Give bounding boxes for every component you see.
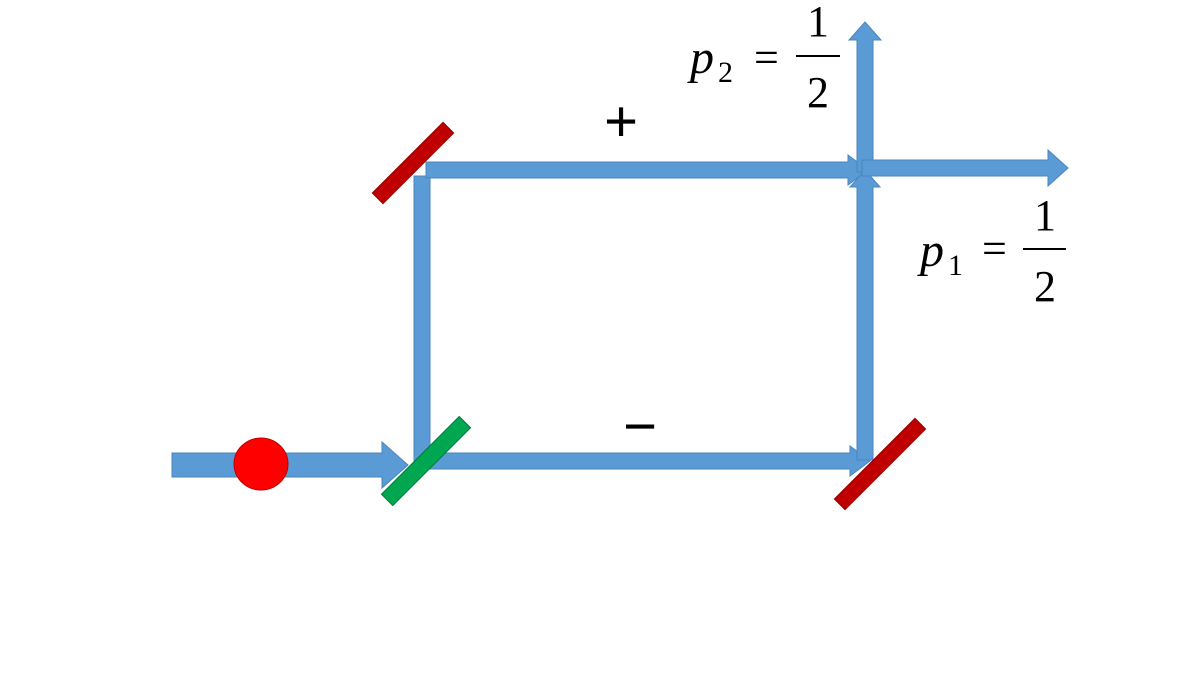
p2-numerator: 1 — [807, 0, 829, 46]
output-right-beam-arrow — [861, 148, 1069, 188]
p1-symbol: p — [917, 224, 944, 277]
p1-subscript: 1 — [948, 249, 963, 282]
p1-formula: p 1 = 1 2 — [917, 191, 1066, 311]
p1-denominator: 2 — [1034, 262, 1056, 311]
upper-left-mirror — [371, 121, 455, 205]
p2-subscript: 2 — [718, 56, 733, 89]
lower-right-mirror — [833, 417, 927, 511]
upper-arm-sign: + — [604, 89, 638, 154]
upper-arm-beam-arrow — [425, 154, 869, 186]
p2-equals: = — [754, 33, 779, 82]
p1-equals: = — [982, 224, 1007, 273]
photon — [233, 437, 289, 491]
beam-splitter — [380, 415, 472, 507]
output-up-beam-arrow — [847, 21, 883, 173]
beam-paths — [171, 21, 1069, 490]
lower-arm-sign: − — [623, 394, 657, 459]
p2-denominator: 2 — [807, 68, 829, 117]
p2-symbol: p — [687, 31, 714, 84]
p2-formula: p 2 = 1 2 — [687, 0, 840, 117]
p1-numerator: 1 — [1034, 191, 1056, 240]
left-vertical-beam — [413, 175, 431, 463]
lower-arm-beam-arrow — [425, 445, 871, 477]
input-beam-arrow — [171, 440, 409, 490]
right-vertical-beam-arrow — [848, 169, 882, 461]
